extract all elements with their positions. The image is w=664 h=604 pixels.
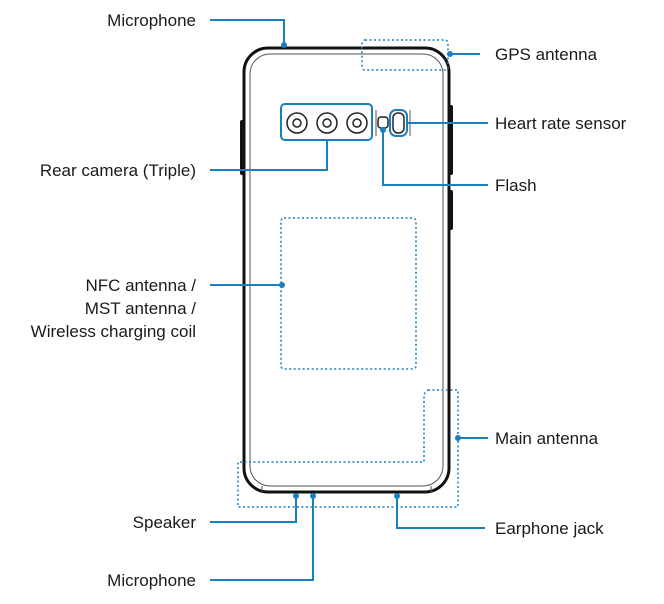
label-earphone-jack: Earphone jack bbox=[495, 519, 604, 538]
label-nfc-line3: Wireless charging coil bbox=[31, 322, 196, 341]
leader-flash bbox=[382, 130, 488, 186]
phone-body-inner-edge bbox=[249, 53, 444, 487]
leader-gps-antenna-dot bbox=[447, 51, 453, 57]
gps-antenna-zone bbox=[361, 39, 449, 71]
leader-rear-camera bbox=[210, 140, 328, 171]
label-gps-antenna: GPS antenna bbox=[495, 45, 598, 64]
leader-earphone-jack bbox=[396, 496, 485, 529]
leader-microphone-top-dot bbox=[281, 42, 287, 48]
label-flash: Flash bbox=[495, 176, 537, 195]
leader-flash-dot bbox=[380, 127, 386, 133]
leader-speaker bbox=[210, 496, 297, 523]
label-microphone-top: Microphone bbox=[107, 11, 196, 30]
label-speaker: Speaker bbox=[133, 513, 197, 532]
flash-unit bbox=[377, 116, 389, 129]
camera-lens-2-inner bbox=[322, 118, 332, 128]
leader-main-antenna-dot bbox=[455, 435, 461, 441]
label-nfc-line2: MST antenna / bbox=[85, 299, 196, 318]
label-main-antenna: Main antenna bbox=[495, 429, 599, 448]
nfc-coil-zone bbox=[280, 217, 417, 370]
phone-body bbox=[242, 46, 451, 494]
leader-microphone-bottom bbox=[210, 496, 314, 581]
camera-lens-1-inner bbox=[292, 118, 302, 128]
label-nfc-line1: NFC antenna / bbox=[85, 276, 196, 295]
leader-microphone-top bbox=[210, 19, 285, 45]
leader-earphone-jack-dot bbox=[394, 493, 400, 499]
leader-microphone-bottom-dot bbox=[310, 493, 316, 499]
label-microphone-bottom: Microphone bbox=[107, 571, 196, 590]
label-rear-camera: Rear camera (Triple) bbox=[40, 161, 196, 180]
leader-nfc-antenna-dot bbox=[279, 282, 285, 288]
label-heart-rate-sensor: Heart rate sensor bbox=[495, 114, 627, 133]
leader-speaker-dot bbox=[293, 493, 299, 499]
main-antenna-zone bbox=[237, 389, 459, 508]
camera-lens-3-inner bbox=[352, 118, 362, 128]
heart-rate-sensor-body bbox=[392, 112, 405, 134]
